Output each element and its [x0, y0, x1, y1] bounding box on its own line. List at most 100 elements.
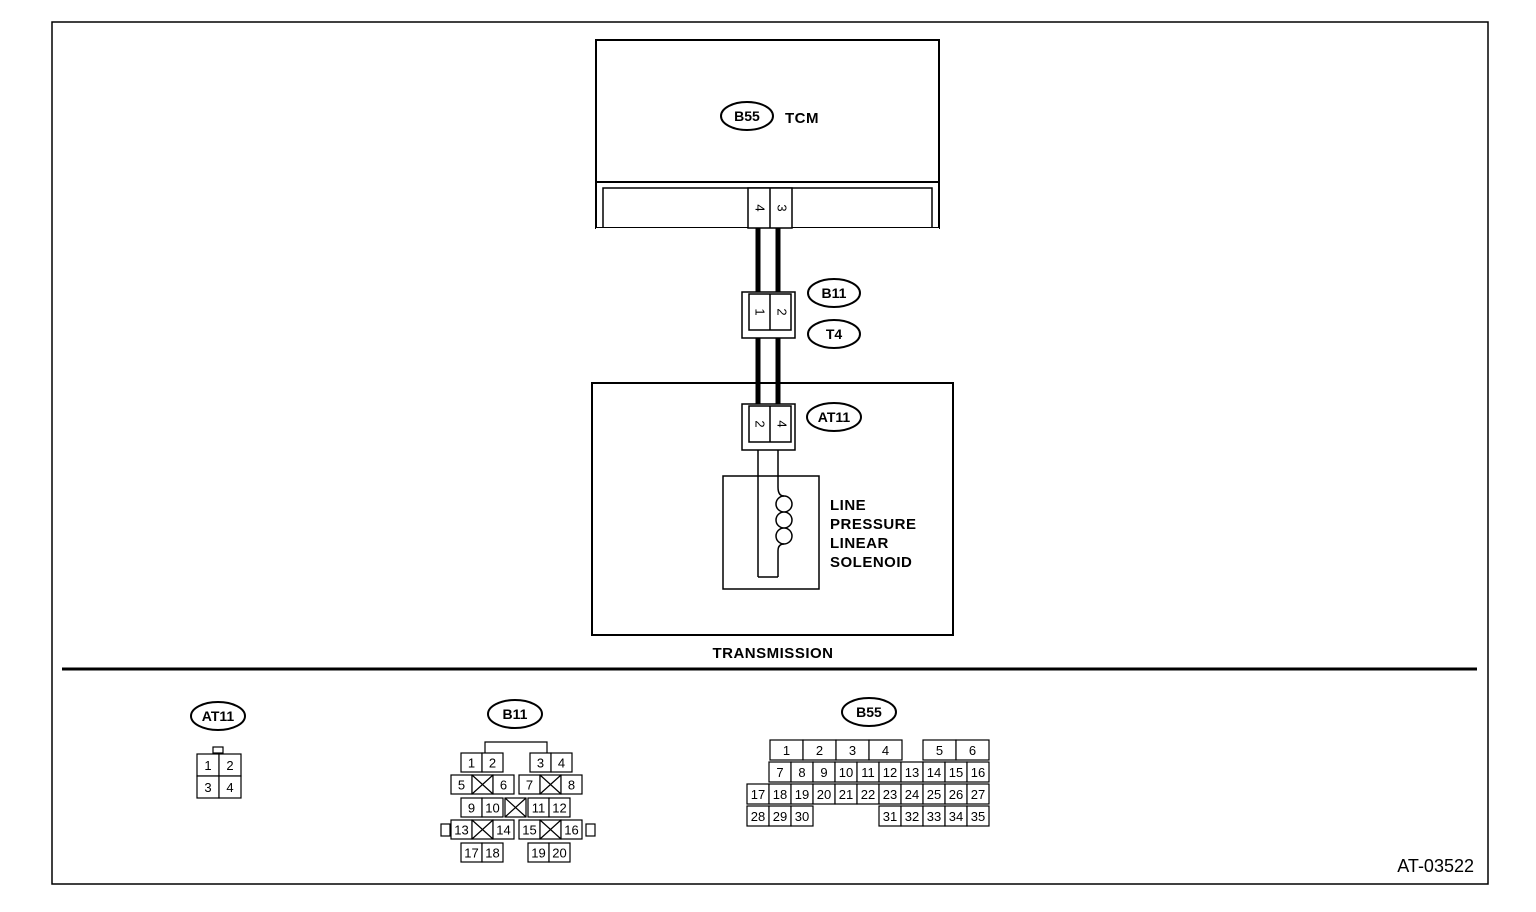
- pin-number: 25: [927, 787, 941, 802]
- pin-cell: [548, 797, 571, 818]
- pin-number: 4: [226, 780, 233, 795]
- pin-number: 19: [531, 846, 545, 861]
- pin-number: 30: [795, 809, 809, 824]
- at11-pin-4: 4: [775, 420, 790, 427]
- pin-number: 20: [552, 846, 566, 861]
- pin-number: 8: [798, 765, 805, 780]
- pin-number: 9: [468, 801, 475, 816]
- pin-number: 18: [773, 787, 787, 802]
- solenoid-label-line3: LINEAR: [830, 535, 889, 552]
- unused-pin-mark: [539, 819, 562, 840]
- at11-tag: AT11: [806, 402, 862, 432]
- pin-number: 7: [526, 778, 533, 793]
- pin-number: 4: [558, 756, 565, 771]
- pin-number: 2: [226, 758, 233, 773]
- pin-number: 13: [905, 765, 919, 780]
- pin-number: 15: [522, 823, 536, 838]
- unused-pin-mark: [471, 774, 494, 795]
- svg-text:B55: B55: [734, 108, 760, 124]
- t4-tag: T4: [807, 319, 861, 349]
- pin-number: 22: [861, 787, 875, 802]
- pin-cell: [492, 774, 515, 795]
- pin-cell: [966, 761, 990, 783]
- pin-cell: [481, 797, 504, 818]
- pin-cell: [868, 739, 903, 761]
- pin-number: 11: [861, 765, 875, 780]
- unused-pin-mark: [539, 774, 562, 795]
- solenoid-box: [722, 475, 820, 590]
- tcm-unit: B55 TCM 4 3: [595, 39, 940, 232]
- pin-number: 29: [773, 809, 787, 824]
- pin-number: 5: [936, 743, 943, 758]
- pin-number: 16: [971, 765, 985, 780]
- svg-text:T4: T4: [826, 326, 843, 342]
- pin-cell: [560, 774, 583, 795]
- pin-number: 10: [839, 765, 853, 780]
- pin-number: 4: [882, 743, 889, 758]
- joint-pin-1: 1: [753, 308, 768, 315]
- pin-number: 34: [949, 809, 963, 824]
- pin-number: 3: [537, 756, 544, 771]
- pin-number: 1: [204, 758, 211, 773]
- pin-cell: [790, 805, 814, 827]
- pin-cell: [550, 752, 573, 773]
- transmission-unit: 2 4 AT11 LINE PRESSURE LINEAR SOLENOID: [591, 382, 954, 636]
- pin-number: 1: [783, 743, 790, 758]
- pin-number: 16: [564, 823, 578, 838]
- pin-number: 1: [468, 756, 475, 771]
- svg-text:B55: B55: [856, 704, 882, 720]
- pin-number: 33: [927, 809, 941, 824]
- pin-number: 2: [489, 756, 496, 771]
- pin-cell: [218, 775, 242, 799]
- solenoid-label-line4: SOLENOID: [830, 554, 912, 571]
- harness-wires: [755, 228, 781, 404]
- svg-text:B11: B11: [503, 706, 528, 722]
- pin-number: 17: [751, 787, 765, 802]
- pin-number: 6: [500, 778, 507, 793]
- tcm-label: TCM: [785, 110, 819, 127]
- pin-number: 9: [820, 765, 827, 780]
- pin-number: 6: [969, 743, 976, 758]
- pin-number: 14: [496, 823, 510, 838]
- unused-pin-mark: [504, 797, 527, 818]
- solenoid-label-line1: LINE: [830, 497, 866, 514]
- solenoid-label-line2: PRESSURE: [830, 516, 917, 533]
- svg-text:AT11: AT11: [818, 409, 851, 425]
- tcm-connector-tag: B55: [720, 101, 774, 131]
- at11-pin-2: 2: [753, 420, 768, 427]
- pin-number: 11: [532, 801, 546, 816]
- pin-number: 3: [849, 743, 856, 758]
- pin-number: 7: [776, 765, 783, 780]
- pin-number: 23: [883, 787, 897, 802]
- pin-cell: [481, 842, 504, 863]
- pin-number: 31: [883, 809, 897, 824]
- pin-number: 12: [883, 765, 897, 780]
- pin-number: 12: [552, 801, 566, 816]
- pin-number: 19: [795, 787, 809, 802]
- pin-number: 24: [905, 787, 919, 802]
- pin-number: 3: [204, 780, 211, 795]
- tcm-pin-4: 4: [753, 204, 768, 211]
- pin-cell: [966, 783, 990, 805]
- pin-number: 5: [458, 778, 465, 793]
- tcm-pin-3: 3: [775, 204, 790, 211]
- svg-text:AT11: AT11: [202, 708, 235, 724]
- figure-id: AT-03522: [1397, 856, 1474, 876]
- pin-cell: [560, 819, 583, 840]
- pin-number: 20: [817, 787, 831, 802]
- pin-number: 14: [927, 765, 941, 780]
- pin-cell: [548, 842, 571, 863]
- pin-number: 32: [905, 809, 919, 824]
- pin-number: 15: [949, 765, 963, 780]
- pin-number: 18: [485, 846, 499, 861]
- pin-number: 28: [751, 809, 765, 824]
- pin-number: 26: [949, 787, 963, 802]
- pin-cell: [481, 752, 504, 773]
- pin-number: 10: [485, 801, 499, 816]
- pin-number: 17: [464, 846, 478, 861]
- pin-number: 13: [454, 823, 468, 838]
- pin-number: 2: [816, 743, 823, 758]
